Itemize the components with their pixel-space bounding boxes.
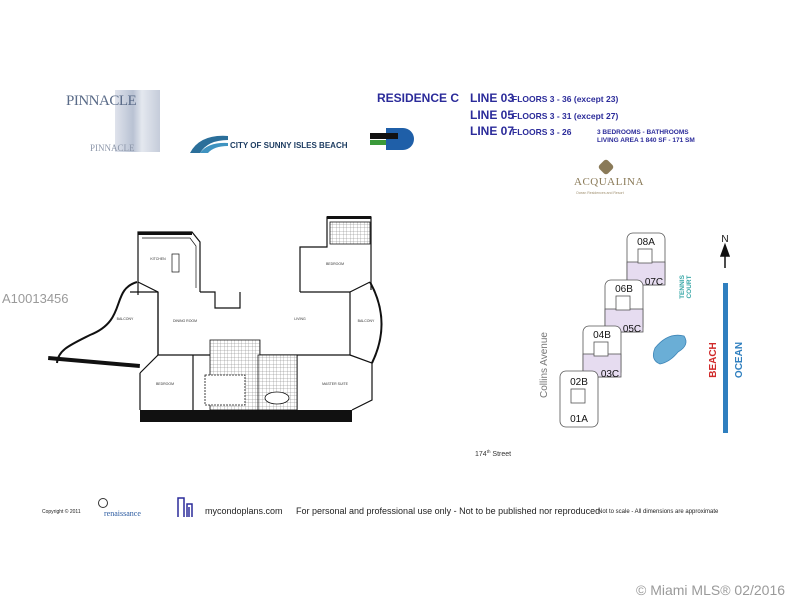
left-balcony-rail [56, 281, 138, 364]
line-label: LINE 05 [470, 108, 515, 122]
beach-label: BEACH [708, 342, 719, 378]
listing-id-watermark: A10013456 [2, 291, 69, 306]
unit-label: 03C [601, 369, 619, 380]
unit-label: 04B [593, 330, 611, 341]
renaissance-logo-icon [98, 498, 108, 508]
ocean-label: OCEAN [734, 342, 745, 378]
line-floors: FLOORS 3 - 26 [512, 127, 572, 137]
specs-bedrooms: 3 BEDROOMS - BATHROOMS [597, 129, 689, 136]
county-logo-band [370, 133, 398, 139]
mycondoplans-link[interactable]: mycondoplans.com [205, 506, 283, 516]
county-logo [370, 128, 415, 150]
line-floors: FLOORS 3 - 31 (except 27) [512, 111, 619, 121]
pinnacle-logo-graphic [115, 90, 160, 152]
county-logo-band2 [370, 140, 386, 145]
right-balcony-rail [369, 281, 383, 364]
north-arrow-icon [719, 242, 731, 268]
pinnacle-logo-text: PINNACLE [66, 93, 137, 109]
room-label-guest-bedroom: BEDROOM [326, 262, 344, 266]
left-balcony-edge [48, 355, 140, 369]
north-label: N [721, 234, 728, 245]
residence-title: RESIDENCE C [377, 91, 460, 105]
tennis-court-label: TENNIS [679, 274, 686, 299]
kitchen-top-wall [138, 232, 192, 235]
usage-notice: For personal and professional use only -… [296, 506, 601, 516]
pool [652, 334, 687, 365]
bathtub [264, 391, 290, 405]
closet-tiles [329, 221, 371, 245]
line-floors: FLOORS 3 - 36 (except 23) [512, 94, 619, 104]
sunny-isles-wave-icon [190, 135, 228, 153]
line-label: LINE 07 [470, 124, 515, 138]
room-label-master: MASTER SUITE [322, 382, 349, 386]
kitchen-island [171, 253, 180, 273]
unit-label: 01A [570, 414, 588, 425]
acqualina-logo-subtext: Ocean Residences and Resort [576, 191, 624, 195]
pinnacle-logo [60, 88, 165, 158]
city-logo-text: CITY OF SUNNY ISLES BEACH [230, 141, 348, 150]
scale-note: Not to scale - All dimensions are approx… [598, 509, 719, 515]
shower [204, 374, 246, 406]
renaissance-logo-text: renaissance [104, 509, 141, 518]
room-label-left-balcony: BALCONY [117, 317, 134, 321]
room-label-right-balcony: BALCONY [358, 319, 375, 323]
copyright: Copyright © 2011 [42, 509, 81, 515]
collins-avenue-label: Collins Avenue [539, 332, 550, 398]
pinnacle-logo-subtext: PINNACLE [90, 143, 135, 153]
specs-living-area: LIVING AREA 1 840 SF - 171 SM [597, 137, 695, 144]
ocean-line [723, 283, 728, 433]
guest-bedroom-walls [299, 216, 372, 292]
guest-top-wall [327, 216, 371, 219]
unit-label: 08A [637, 237, 655, 248]
unit-label: 02B [570, 377, 588, 388]
unit-label: 06B [615, 284, 633, 295]
bottom-wall [140, 410, 352, 422]
line-label: LINE 03 [470, 91, 515, 105]
acqualina-logo-text: ACQUALINA [574, 176, 644, 188]
room-label-bedroom: BEDROOM [156, 382, 174, 386]
room-label-dining: DINING ROOM [173, 319, 197, 323]
street-174-label: 174th Street [475, 449, 511, 458]
room-label-kitchen: KITCHEN [150, 257, 166, 261]
unit-label: 07C [645, 277, 663, 288]
room-label-living: LIVING [294, 317, 306, 321]
mycondoplans-logo-icon [177, 497, 193, 517]
mls-watermark: © Miami MLS® 02/2016 [636, 582, 786, 598]
unit-label: 05C [623, 324, 641, 335]
tennis-court-label: COURT [686, 275, 693, 298]
